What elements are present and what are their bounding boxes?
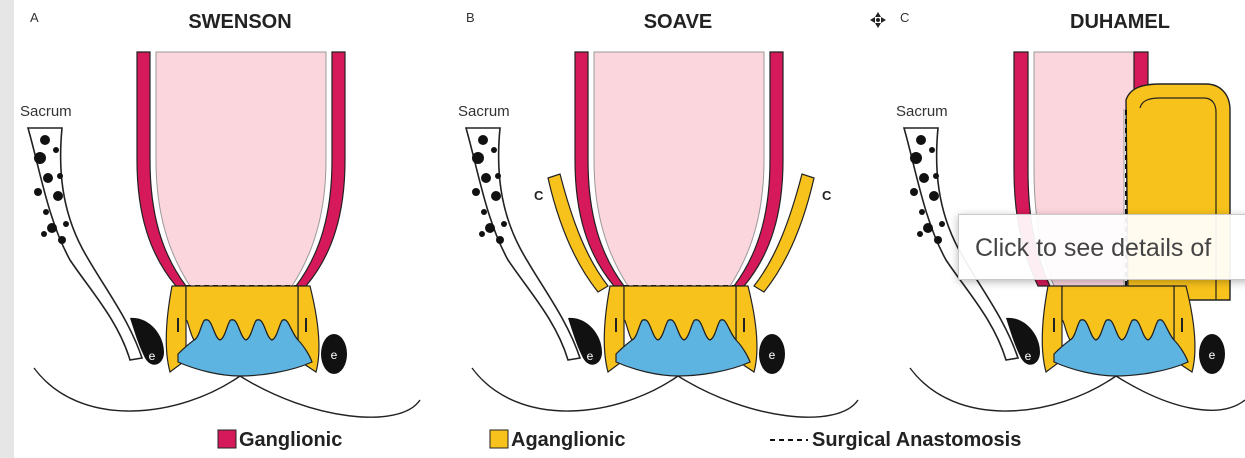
sphincter-right: e (321, 334, 347, 374)
panel-title: SWENSON (188, 11, 291, 33)
sphincter-label: e (331, 348, 338, 362)
sacrum-label: Sacrum (896, 103, 948, 120)
legend-item-ganglionic: Ganglionic (218, 429, 342, 451)
legend-item-anastomosis: Surgical Anastomosis (770, 429, 1021, 451)
legend-label: Ganglionic (239, 429, 342, 451)
panel-swenson: A SWENSON Sacrum (20, 10, 420, 417)
sacrum-label: Sacrum (458, 103, 510, 120)
sphincter-label: e (587, 349, 594, 363)
sphincter-label: e (769, 348, 776, 362)
sphincter-label: e (1209, 348, 1216, 362)
sacrum-label: Sacrum (20, 103, 72, 120)
pelvic-floor (910, 368, 1245, 411)
sphincter-right: e (759, 334, 785, 374)
legend-item-aganglionic: Aganglionic (490, 429, 625, 451)
sphincter-label: e (149, 349, 156, 363)
details-tooltip[interactable]: Click to see details of (958, 214, 1245, 280)
panel-title: DUHAMEL (1070, 11, 1170, 33)
legend-label: Aganglionic (511, 429, 625, 451)
sacrum: Sacrum (20, 103, 142, 360)
legend-swatch (490, 430, 508, 448)
panel-title: SOAVE (644, 11, 713, 33)
sacrum: Sacrum (458, 103, 580, 360)
legend-swatch (218, 430, 236, 448)
panel-soave: B SOAVE Sacrum C C (458, 10, 858, 417)
panel-letter: C (900, 10, 909, 25)
sphincter-label: e (1025, 349, 1032, 363)
panel-letter: B (466, 10, 475, 25)
legend: Ganglionic Aganglionic Surgical Anastomo… (218, 429, 1021, 451)
sphincter-right: e (1199, 334, 1225, 374)
colon-lumen (156, 52, 326, 286)
panel-duhamel: C DUHAMEL Sacrum (896, 10, 1245, 411)
cuff-label: C (534, 188, 544, 203)
legend-label: Surgical Anastomosis (812, 429, 1021, 451)
panel-letter: A (30, 10, 39, 25)
colon-lumen (594, 52, 764, 286)
move-cursor-icon (870, 12, 886, 28)
cuff-label: C (822, 188, 832, 203)
